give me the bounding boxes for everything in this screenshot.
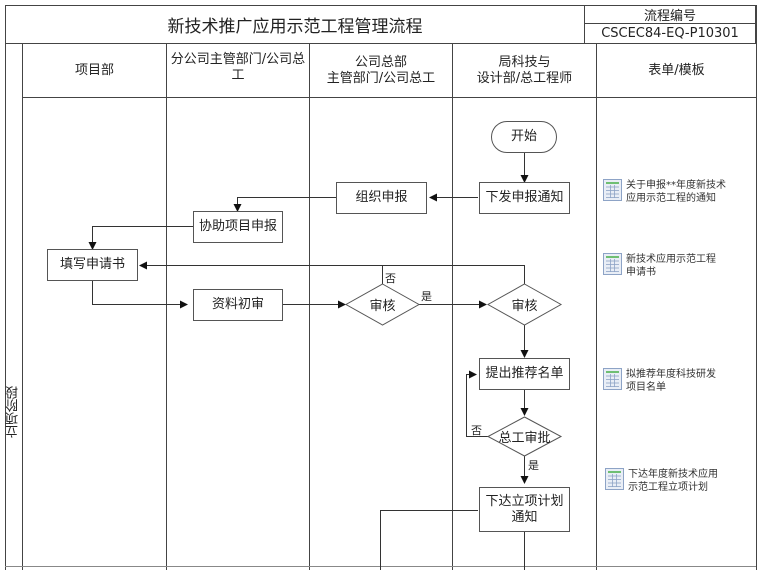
column-header-forms: 表单/模板 bbox=[648, 62, 705, 78]
column-header-bureau: 局科技与 设计部/总工程师 bbox=[476, 54, 573, 86]
connector bbox=[382, 265, 525, 284]
issue-notice-node[interactable]: 下发申报通知 bbox=[479, 182, 570, 214]
edge-label-yes: 是 bbox=[421, 290, 432, 303]
spreadsheet-icon bbox=[603, 253, 622, 275]
decision-review-hq-shape bbox=[344, 283, 421, 326]
process-code-label: 流程编号 bbox=[584, 5, 756, 24]
spreadsheet-icon bbox=[605, 468, 624, 490]
chief-approval-node[interactable]: 总工审批 bbox=[498, 430, 551, 446]
column-header-project: 项目部 bbox=[74, 62, 114, 78]
page-title: 新技术推广应用示范工程管理流程 bbox=[167, 16, 423, 37]
connector bbox=[466, 370, 488, 437]
connector bbox=[233, 197, 336, 212]
fill-form-node[interactable]: 填写申请书 bbox=[47, 249, 138, 281]
spreadsheet-icon bbox=[603, 368, 622, 390]
decision-review-bureau-shape bbox=[486, 283, 563, 326]
form-item[interactable]: 拟推荐年度科技研发 项目名单 bbox=[603, 368, 753, 394]
form-item[interactable]: 关于申报**年度新技术 应用示范工程的通知 bbox=[603, 179, 753, 205]
spreadsheet-icon bbox=[603, 179, 622, 201]
organize-apply-node[interactable]: 组织申报 bbox=[336, 182, 427, 214]
process-code-box bbox=[584, 5, 756, 43]
start-node[interactable]: 开始 bbox=[491, 121, 557, 153]
column-header-branch: 分公司主管部门/公司总工 bbox=[170, 52, 306, 83]
edge-label-no: 否 bbox=[385, 272, 396, 285]
edge-label-yes: 是 bbox=[528, 459, 539, 472]
form-item-label: 关于申报**年度新技术 应用示范工程的通知 bbox=[626, 180, 726, 204]
propose-list-node[interactable]: 提出推荐名单 bbox=[479, 358, 570, 390]
connector bbox=[92, 280, 188, 309]
connector bbox=[380, 510, 478, 570]
assist-apply-node[interactable]: 协助项目申报 bbox=[193, 211, 283, 243]
review-hq-node[interactable]: 审核 bbox=[369, 298, 396, 314]
review-bureau-node[interactable]: 审核 bbox=[511, 298, 538, 314]
column-header-company-hq: 公司总部 主管部门/公司总工 bbox=[326, 54, 436, 86]
form-item[interactable]: 下达年度新技术应用 示范工程立项计划 bbox=[605, 468, 755, 494]
form-item-label: 拟推荐年度科技研发 项目名单 bbox=[626, 369, 716, 393]
edge-label-no: 否 bbox=[471, 424, 482, 437]
form-item[interactable]: 新技术应用示范工程 申请书 bbox=[603, 253, 753, 279]
preliminary-review-node[interactable]: 资料初审 bbox=[193, 289, 283, 321]
decision-chief-approval-shape bbox=[486, 416, 563, 457]
process-code-value: CSCEC84-EQ-P10301 bbox=[601, 26, 739, 41]
form-item-label: 下达年度新技术应用 示范工程立项计划 bbox=[628, 469, 718, 493]
form-item-label: 新技术应用示范工程 申请书 bbox=[626, 254, 716, 278]
connector bbox=[88, 226, 193, 250]
issue-plan-node[interactable]: 下达立项计划 通知 bbox=[479, 487, 570, 532]
